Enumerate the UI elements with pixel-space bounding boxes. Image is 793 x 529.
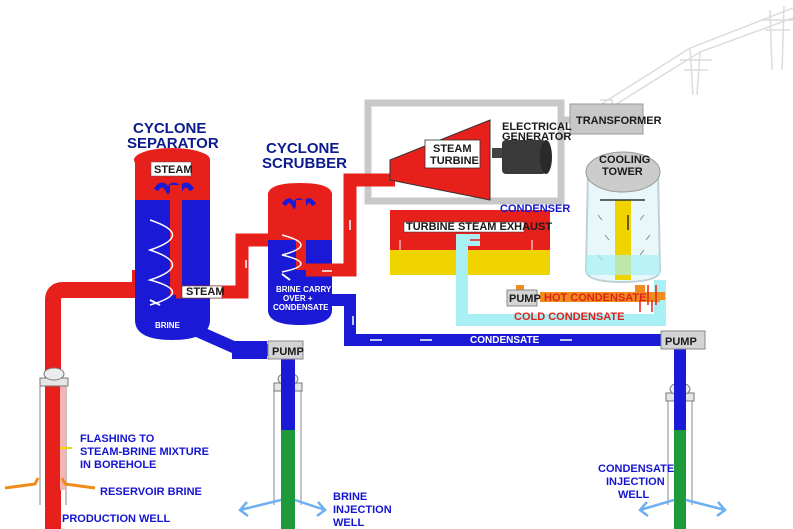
cyclone-scrubber [268, 183, 332, 325]
turbine-label-1: STEAM [433, 143, 472, 155]
production-pipe [45, 270, 148, 529]
cyclone-scrubber-title-1: CYCLONE [266, 140, 339, 157]
reservoir-arrows [4, 447, 96, 490]
brine-pump-label: PUMP [272, 346, 304, 358]
injection-arrows [238, 498, 727, 517]
condenser-label: CONDENSER [500, 203, 570, 215]
condensate-pump-label: PUMP [665, 336, 697, 348]
transformer-label: TRANSFORMER [576, 115, 662, 127]
cold-condensate-label: COLD CONDENSATE [514, 311, 624, 323]
scrubber-carry-1: BRINE CARRY [276, 285, 332, 294]
cooling-tower [584, 151, 662, 305]
flashing-label-2: STEAM-BRINE MIXTURE [80, 446, 209, 458]
separator-brine-label: BRINE [155, 321, 181, 330]
separator-steam-pipe [176, 233, 268, 299]
well-casings [39, 380, 693, 505]
production-well-label: PRODUCTION WELL [62, 513, 170, 525]
cooling-tower-label-1: COOLING [599, 154, 650, 166]
brine-injection-label-1: BRINE [333, 491, 367, 503]
turbine-label-2: TURBINE [430, 155, 479, 167]
brine-pump: PUMP [232, 340, 304, 360]
cooling-tower-label-2: TOWER [602, 166, 643, 178]
reservoir-brine-label: RESERVOIR BRINE [100, 486, 202, 498]
condenser-pump-label: PUMP [509, 293, 541, 305]
steam-turbine [389, 119, 502, 201]
scrubber-carry-2: OVER + [283, 294, 313, 303]
cyclone-scrubber-title-2: SCRUBBER [262, 155, 347, 172]
condensate-pump: PUMP [660, 330, 706, 350]
cyclone-separator-title-2: SEPARATOR [127, 135, 219, 152]
separator-steam-pipe-label: STEAM [186, 286, 225, 298]
hot-condensate-label: HOT CONDENSATE [544, 292, 646, 304]
transformer: TRANSFORMER [569, 103, 662, 135]
condensate-injection-label-1: CONDENSATE [598, 463, 674, 475]
condensate-injection-label-3: WELL [618, 489, 649, 501]
condenser [390, 210, 550, 275]
condensate-injection-label-2: INJECTION [606, 476, 665, 488]
cyclone-separator [134, 148, 210, 340]
electrical-generator [502, 140, 552, 174]
valve-production [39, 367, 69, 387]
scrubber-carry-3: CONDENSATE [273, 303, 329, 312]
brine-injection-label-2: INJECTION [333, 504, 392, 516]
cyclone-separator-title-1: CYCLONE [133, 120, 206, 137]
hot-condensate-pipe [540, 285, 665, 312]
flashing-label-1: FLASHING TO [80, 433, 155, 445]
condenser-pump: PUMP [506, 289, 541, 307]
separator-steam-label: STEAM [154, 164, 193, 176]
turbine-exhaust-label: TURBINE STEAM EXHAUST [406, 221, 552, 233]
brine-injection-label-3: WELL [333, 517, 364, 529]
power-lines [599, 5, 793, 112]
generator-label-2: GENERATOR [502, 131, 571, 143]
generator-label-1: ELECTRICAL [502, 121, 572, 133]
scrubber-steam-pipe [306, 173, 395, 277]
condensate-label: CONDENSATE [470, 335, 540, 346]
flashing-label-3: IN BOREHOLE [80, 459, 156, 471]
